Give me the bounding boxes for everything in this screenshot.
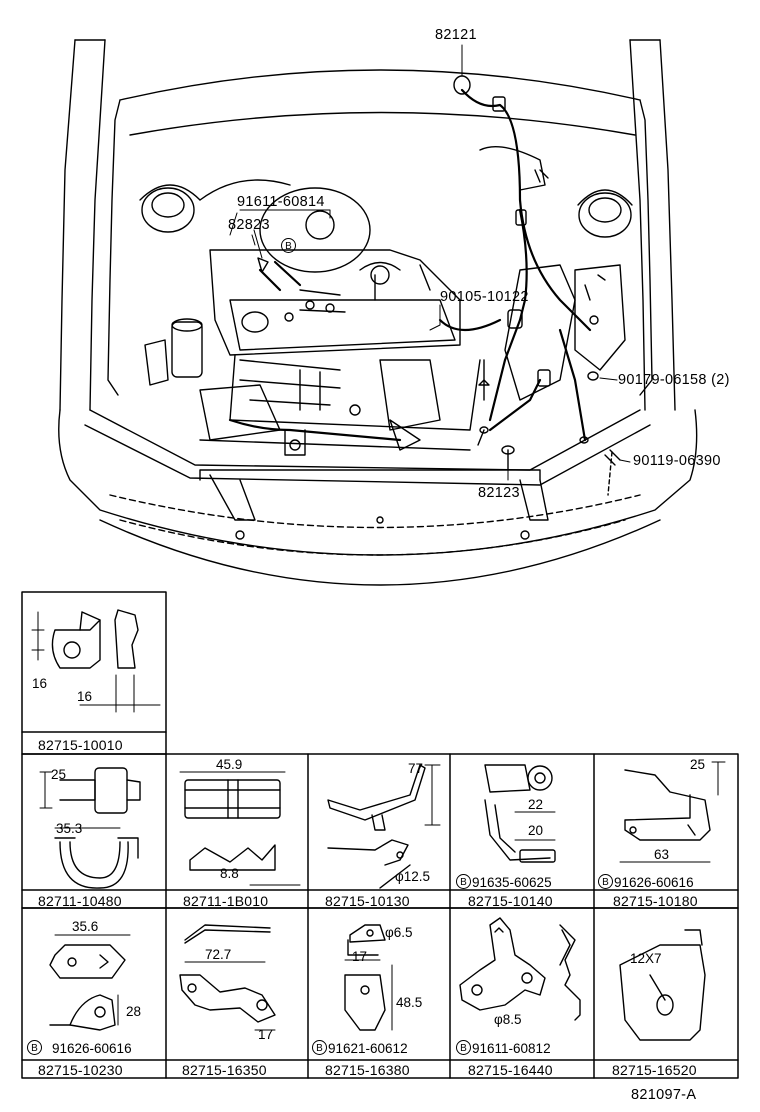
body-front [58, 409, 698, 586]
dim-r1c3-a: 22 [528, 797, 544, 812]
bracket-sketch-r2c1 [179, 924, 276, 1031]
part-number-r1c4: 82715-10180 [613, 893, 698, 909]
dim-r2c2-b: 17 [352, 949, 368, 964]
dim-r1c2-b: φ12.5 [395, 869, 431, 884]
dim-r2c4-a: 12X7 [630, 951, 662, 966]
callout-90179-06158: 90179-06158 (2) [618, 372, 730, 388]
hood-outline [59, 39, 676, 411]
bracket-sketch-r2c4 [619, 929, 706, 1041]
dim-r1c1-a: 45.9 [216, 757, 243, 772]
dim-r2c2-a: φ6.5 [385, 925, 413, 940]
callout-82823: 82823 [228, 217, 270, 233]
leader-lines [229, 44, 631, 481]
parts-table-grid [21, 591, 739, 1079]
bracket-sketch-r2c3 [459, 917, 581, 1021]
dim-r2c3-a: φ8.5 [494, 1012, 522, 1027]
bracket-sketch-r1c4 [619, 761, 726, 863]
bolt-b-marker-icon: B [456, 1040, 471, 1055]
bracket-sketch-r2c2 [344, 924, 393, 1031]
dim-r2c1-a: 72.7 [205, 947, 232, 962]
part-number-r2c1: 82715-16350 [182, 1062, 267, 1078]
bolt-b-marker-icon: B [27, 1040, 42, 1055]
bracket-sketch-r2c0 [49, 934, 131, 1031]
part-number-r1c2: 82715-10130 [325, 893, 410, 909]
dim-r1c4-b: 63 [654, 847, 670, 862]
dim-r1c1-b: 8.8 [220, 866, 239, 881]
bolt-b-marker-icon: B [312, 1040, 327, 1055]
dim-r2c2-c: 48.5 [396, 995, 423, 1010]
bolt-b-marker-icon: B [456, 874, 471, 889]
part-number-r0c0: 82715-10010 [38, 737, 123, 753]
bolt-number-r1c3: 91635-60625 [472, 875, 552, 890]
figure-id: 821097-A [631, 1087, 697, 1103]
dim-r0c0-b: 16 [77, 689, 93, 704]
part-number-r1c3: 82715-10140 [468, 893, 553, 909]
part-number-r1c1: 82711-1B010 [183, 893, 269, 909]
dim-r1c4-a: 25 [690, 757, 706, 772]
part-number-r1c0: 82711-10480 [38, 893, 122, 909]
callout-82123: 82123 [478, 485, 520, 501]
dim-r2c1-b: 17 [258, 1027, 274, 1042]
dim-r1c2-a: 77 [408, 761, 424, 776]
strut-towers [139, 184, 633, 238]
bolt-b-marker-icon: B [598, 874, 613, 889]
bracket-sketch-r1c2 [327, 764, 441, 889]
part-number-r2c3: 82715-16440 [468, 1062, 553, 1078]
bolt-b-marker-icon: B [281, 238, 296, 253]
bolt-number-r2c2: 91621-60612 [328, 1041, 408, 1056]
callout-91611-60814: 91611-60814 [237, 194, 325, 210]
callout-90105-10122: 90105-10122 [440, 289, 529, 305]
dim-r1c0-b: 35.3 [56, 821, 83, 836]
callout-82121: 82121 [435, 27, 477, 43]
dim-r0c0-a: 16 [32, 676, 48, 691]
dim-r1c3-b: 20 [528, 823, 544, 838]
bracket-sketch-r0c0 [31, 609, 161, 713]
callout-90119-06390: 90119-06390 [633, 453, 721, 469]
bolt-number-r1c4: 91626-60616 [614, 875, 694, 890]
dim-r2c0-b: 28 [126, 1004, 142, 1019]
engine-block [144, 145, 626, 456]
bracket-sketch-r1c1 [179, 771, 301, 886]
dim-r1c0-a: 25 [51, 767, 67, 782]
bolt-number-r2c3: 91611-60812 [472, 1041, 551, 1056]
bracket-sketch-r1c3 [484, 764, 556, 863]
part-number-r2c4: 82715-16520 [612, 1062, 697, 1078]
bracket-sketch-r1c0 [39, 767, 141, 889]
part-number-r2c0: 82715-10230 [38, 1062, 123, 1078]
dim-r2c0-a: 35.6 [72, 919, 99, 934]
part-number-r2c2: 82715-16380 [325, 1062, 410, 1078]
bolt-number-r2c0: 91626-60616 [52, 1041, 132, 1056]
